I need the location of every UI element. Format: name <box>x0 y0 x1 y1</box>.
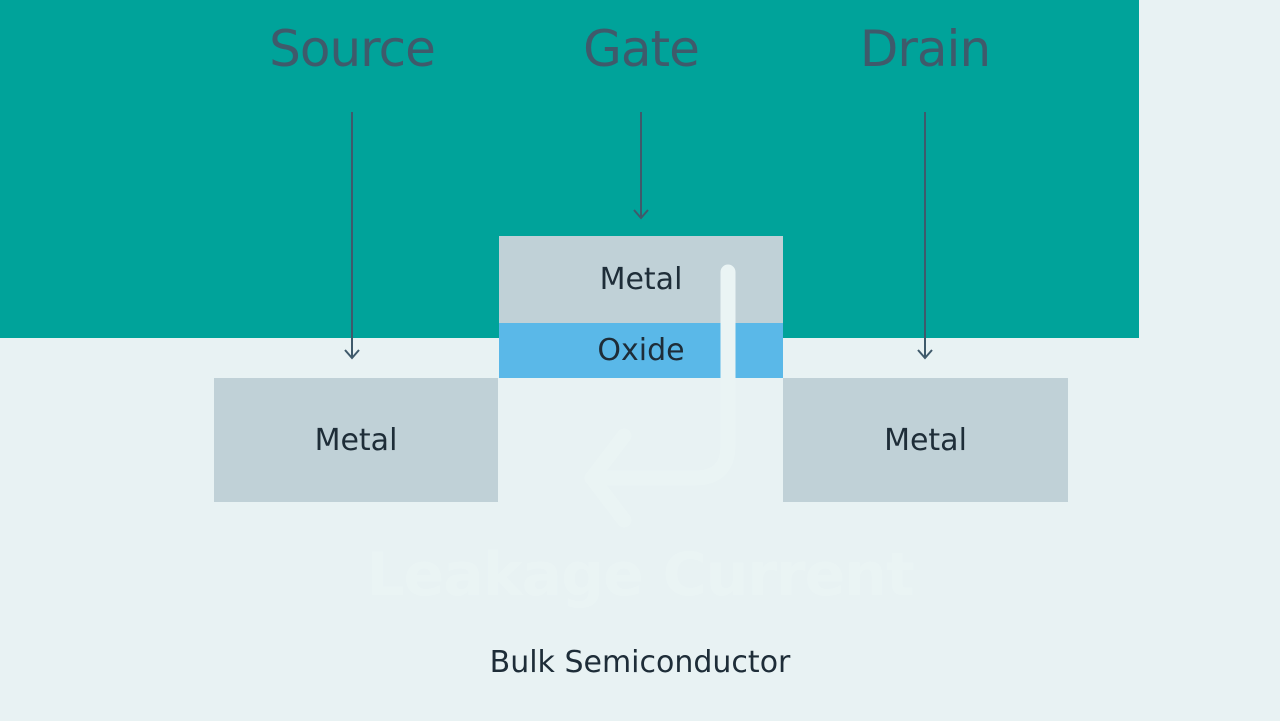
bulk-semiconductor-label: Bulk Semiconductor <box>489 645 791 680</box>
leakage-current-title: Leakage Current <box>366 540 914 610</box>
drain-arrow-down-icon <box>917 112 933 360</box>
source-arrow-down-icon <box>344 112 360 360</box>
gate-metal-label: Metal <box>599 262 683 297</box>
drain-label: Drain <box>859 20 991 78</box>
source-label: Source <box>269 20 436 78</box>
drain-metal-block: Metal <box>783 378 1068 502</box>
drain-metal-label: Metal <box>884 422 967 458</box>
gate-oxide-label: Oxide <box>597 333 685 368</box>
gate-oxide-block: Oxide <box>499 323 783 378</box>
source-metal-block: Metal <box>214 378 498 502</box>
gate-label: Gate <box>583 20 700 78</box>
gate-arrow-down-icon <box>633 112 649 220</box>
gate-metal-block: Metal <box>499 236 783 323</box>
leakage-curved-arrow-left-icon <box>584 264 736 528</box>
source-metal-label: Metal <box>314 422 398 458</box>
